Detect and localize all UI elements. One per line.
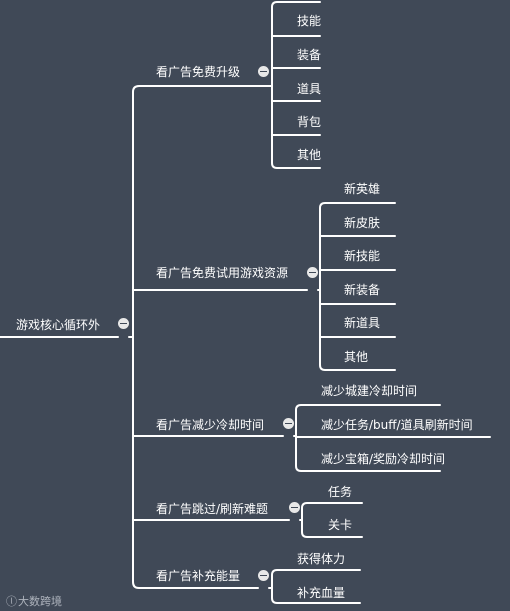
leaf-node[interactable]: 新英雄 <box>344 182 381 196</box>
leaf-node[interactable]: 补充血量 <box>297 586 346 600</box>
leaf-node[interactable]: 道具 <box>297 82 322 96</box>
branch-node[interactable]: 看广告免费升级 <box>156 65 241 79</box>
watermark: ⓛ大数跨境 <box>6 593 62 609</box>
leaf-node[interactable]: 其他 <box>344 350 369 364</box>
branch-spine <box>271 569 361 604</box>
logo-icon: ⓛ <box>6 595 17 608</box>
leaf-node[interactable]: 其他 <box>297 148 322 162</box>
collapse-toggle-branch-4[interactable] <box>258 570 269 581</box>
branch-spine <box>319 202 396 371</box>
watermark-text: 大数跨境 <box>18 595 62 608</box>
leaf-node[interactable]: 新皮肤 <box>344 216 381 230</box>
leaf-node[interactable]: 减少宝箱/奖励冷却时间 <box>321 452 446 466</box>
leaf-node[interactable]: 减少任务/buff/道具刷新时间 <box>321 418 473 432</box>
leaf-node[interactable]: 新技能 <box>344 249 381 263</box>
leaf-node[interactable]: 减少城建冷却时间 <box>321 384 418 398</box>
collapse-toggle-branch-0[interactable] <box>258 66 269 77</box>
branch-node[interactable]: 看广告补充能量 <box>156 569 241 583</box>
leaf-node[interactable]: 任务 <box>328 485 353 499</box>
leaf-node[interactable]: 技能 <box>297 14 322 28</box>
leaf-node[interactable]: 新装备 <box>344 283 381 297</box>
leaf-node[interactable]: 关卡 <box>328 518 353 532</box>
collapse-toggle-branch-1[interactable] <box>307 267 318 278</box>
branch-node[interactable]: 看广告减少冷却时间 <box>156 418 265 432</box>
leaf-node[interactable]: 新道具 <box>344 316 381 330</box>
branch-node[interactable]: 看广告跳过/刷新难题 <box>156 502 269 516</box>
leaf-node[interactable]: 背包 <box>297 115 322 129</box>
collapse-toggle-root[interactable] <box>118 318 129 329</box>
leaf-node[interactable]: 获得体力 <box>297 552 346 566</box>
root-node[interactable]: 游戏核心循环外 <box>16 318 101 332</box>
collapse-toggle-branch-3[interactable] <box>289 502 300 513</box>
collapse-toggle-branch-2[interactable] <box>283 418 294 429</box>
leaf-node[interactable]: 装备 <box>297 48 322 62</box>
main-spine <box>132 85 259 589</box>
branch-node[interactable]: 看广告免费试用游戏资源 <box>156 266 289 280</box>
